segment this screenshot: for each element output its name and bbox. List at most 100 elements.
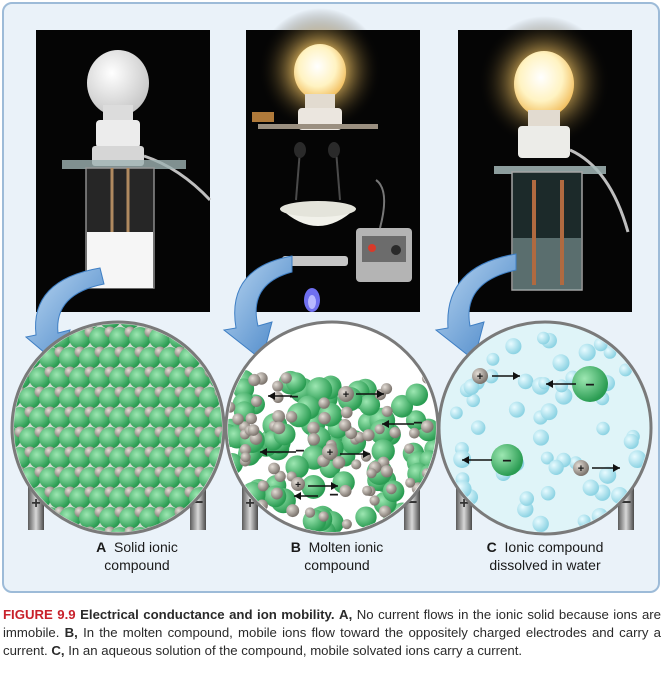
figure-number: FIGURE 9.9 — [3, 607, 76, 622]
anion — [371, 439, 395, 463]
water-molecule — [470, 420, 486, 435]
water-molecule — [628, 450, 647, 468]
cation-charge: + — [295, 480, 301, 491]
cation — [339, 484, 352, 497]
water-molecule — [540, 403, 558, 421]
cation — [332, 456, 346, 469]
anion — [14, 347, 21, 369]
cation — [272, 421, 286, 435]
cation — [340, 406, 353, 419]
water-molecule — [505, 338, 522, 355]
anion — [219, 507, 222, 529]
water-molecule — [441, 363, 452, 382]
cation — [214, 506, 222, 518]
anion — [29, 527, 51, 532]
water-molecule — [552, 354, 570, 372]
cation — [307, 433, 320, 446]
cation — [389, 427, 401, 439]
cation — [378, 505, 392, 518]
water-molecule — [578, 343, 596, 361]
cation — [214, 346, 222, 358]
cation — [366, 468, 377, 479]
anode-sign: + — [245, 495, 254, 512]
anion — [219, 347, 222, 369]
anion-charge: − — [295, 443, 304, 460]
water-molecule — [628, 337, 642, 352]
arrow-head — [382, 420, 389, 428]
water-molecule — [599, 466, 617, 484]
water-molecule — [642, 373, 649, 387]
cation — [104, 526, 116, 532]
cation — [380, 383, 393, 395]
light-bulb-icon — [294, 44, 346, 130]
cation-charge: + — [578, 463, 584, 475]
anode-sign: + — [31, 495, 40, 512]
cation — [225, 487, 236, 498]
cathode-sign: − — [621, 492, 632, 512]
anion-charge: − — [289, 389, 298, 406]
cation-charge: + — [343, 389, 349, 401]
cation — [381, 405, 393, 417]
arrow-head — [260, 448, 267, 456]
water-molecule — [466, 393, 480, 408]
cation — [268, 462, 280, 475]
anion — [358, 394, 381, 416]
anion — [229, 527, 251, 549]
water-molecule — [453, 450, 472, 468]
water-molecule — [532, 429, 550, 446]
cation — [291, 477, 305, 491]
cation — [228, 528, 233, 532]
cation — [232, 413, 244, 425]
water-molecule — [538, 377, 551, 390]
cathode-sign: − — [193, 492, 204, 512]
water-molecule — [640, 355, 649, 369]
anion — [418, 513, 436, 532]
cation — [272, 380, 284, 392]
anion — [189, 327, 211, 349]
cation — [204, 526, 216, 532]
water-molecule — [623, 433, 639, 450]
arrow-head — [613, 464, 620, 472]
cation — [318, 397, 330, 409]
cation — [280, 372, 292, 384]
cation — [15, 307, 26, 318]
cation — [235, 347, 246, 358]
cation — [386, 483, 397, 495]
cation — [204, 326, 216, 338]
cation — [247, 424, 260, 436]
cation — [341, 519, 352, 530]
cation — [285, 411, 298, 423]
cation — [240, 452, 251, 463]
water-molecule — [596, 421, 610, 436]
anion — [14, 527, 31, 532]
cation — [44, 526, 56, 532]
anion — [14, 487, 31, 509]
cation — [432, 375, 436, 386]
cation — [430, 507, 436, 520]
water-molecule — [629, 324, 647, 340]
figure-caption: FIGURE 9.9 Electrical conductance and io… — [3, 607, 662, 658]
cation — [338, 386, 354, 402]
anion — [355, 506, 377, 528]
cation — [228, 498, 236, 510]
anode-sign: + — [459, 495, 468, 512]
anion — [390, 395, 414, 418]
beaker-icon — [85, 167, 155, 289]
water-molecule — [540, 451, 554, 465]
anion — [405, 383, 429, 406]
zoom-arrow-b — [222, 255, 293, 361]
light-bulb-icon — [514, 51, 574, 158]
cation — [215, 307, 226, 318]
water-molecule — [508, 401, 525, 418]
cation — [318, 412, 331, 425]
water-molecule — [532, 515, 549, 532]
anion — [14, 324, 21, 329]
cation — [362, 485, 373, 496]
arrow-head — [377, 390, 384, 398]
cation — [408, 427, 420, 439]
cation — [318, 511, 329, 522]
anion — [209, 407, 222, 429]
cation — [274, 470, 286, 483]
water-molecule — [537, 331, 550, 345]
